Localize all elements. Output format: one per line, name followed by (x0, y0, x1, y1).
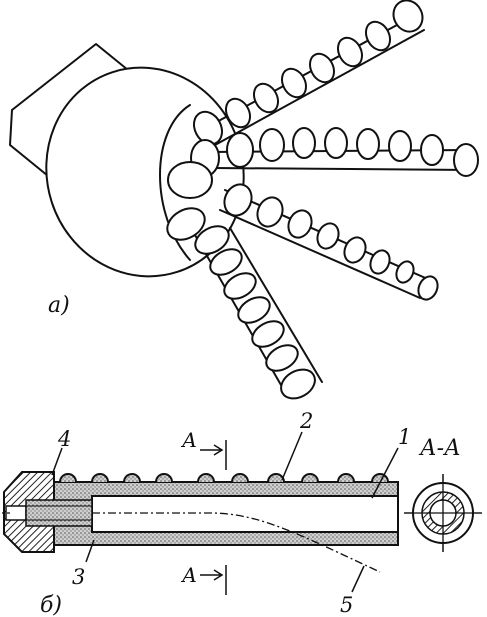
callout-4: 4 (57, 427, 71, 451)
ribbed-rod-middle (190, 127, 479, 177)
callout-3: 3 (72, 565, 85, 589)
ribbed-rod-lower-right (219, 183, 439, 301)
perspective-view (9, 0, 479, 400)
axis-line (92, 512, 381, 573)
callout-1: 1 (398, 425, 411, 449)
disk-rim (159, 104, 191, 261)
part-a-label: а) (48, 293, 70, 318)
inner-channel (91, 495, 399, 533)
section-title: А-А (418, 436, 461, 461)
part-b-label: б) (40, 593, 62, 617)
longitudinal-section (2, 431, 399, 595)
cross-section-aa (404, 474, 482, 552)
callout-5: 5 (340, 593, 353, 617)
rod-ribs (59, 473, 389, 483)
section-mark-top: А (180, 428, 197, 452)
callout-2: 2 (299, 409, 313, 433)
ribbed-rod-lower (166, 207, 323, 400)
threaded-insert (25, 499, 93, 527)
ribbed-rod-upper (193, 0, 425, 146)
section-mark-bottom: А (180, 563, 197, 587)
